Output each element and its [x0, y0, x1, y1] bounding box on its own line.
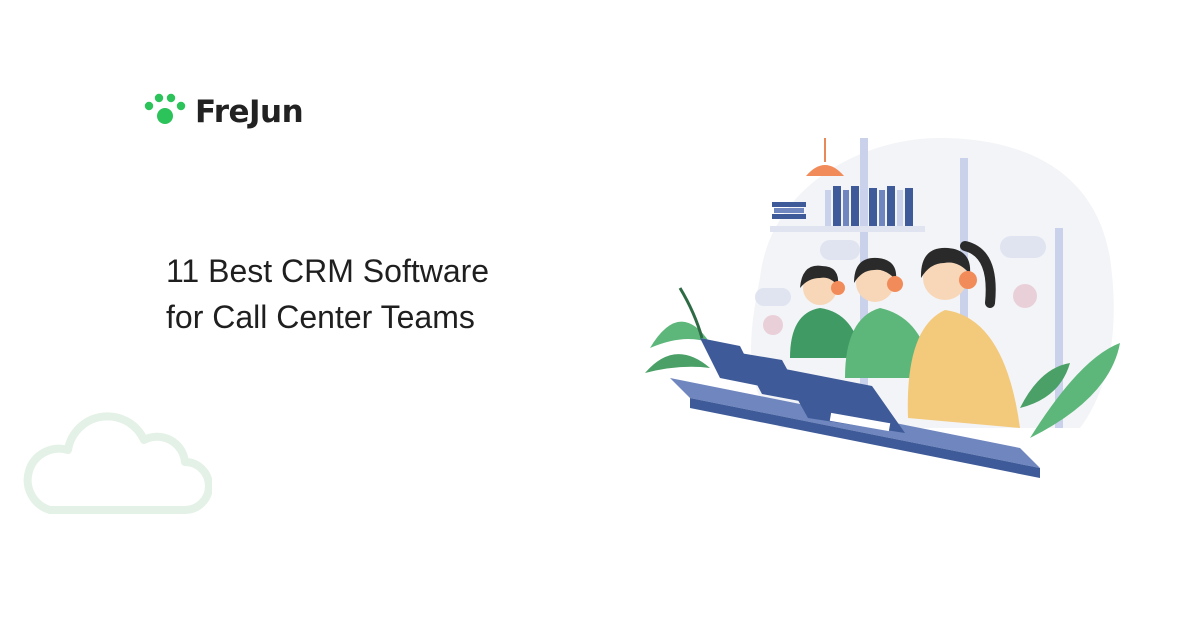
- brand-logo[interactable]: FreJun: [143, 92, 304, 132]
- paw-dots-icon: [144, 93, 186, 124]
- title-line-2: for Call Center Teams: [166, 299, 475, 335]
- page-title: 11 Best CRM Software for Call Center Tea…: [166, 248, 489, 340]
- brand-name: FreJun: [195, 94, 304, 130]
- cloud-outline-icon: [23, 412, 212, 514]
- title-line-1: 11 Best CRM Software: [166, 253, 490, 289]
- call-center-agents-illustration: [645, 138, 1120, 478]
